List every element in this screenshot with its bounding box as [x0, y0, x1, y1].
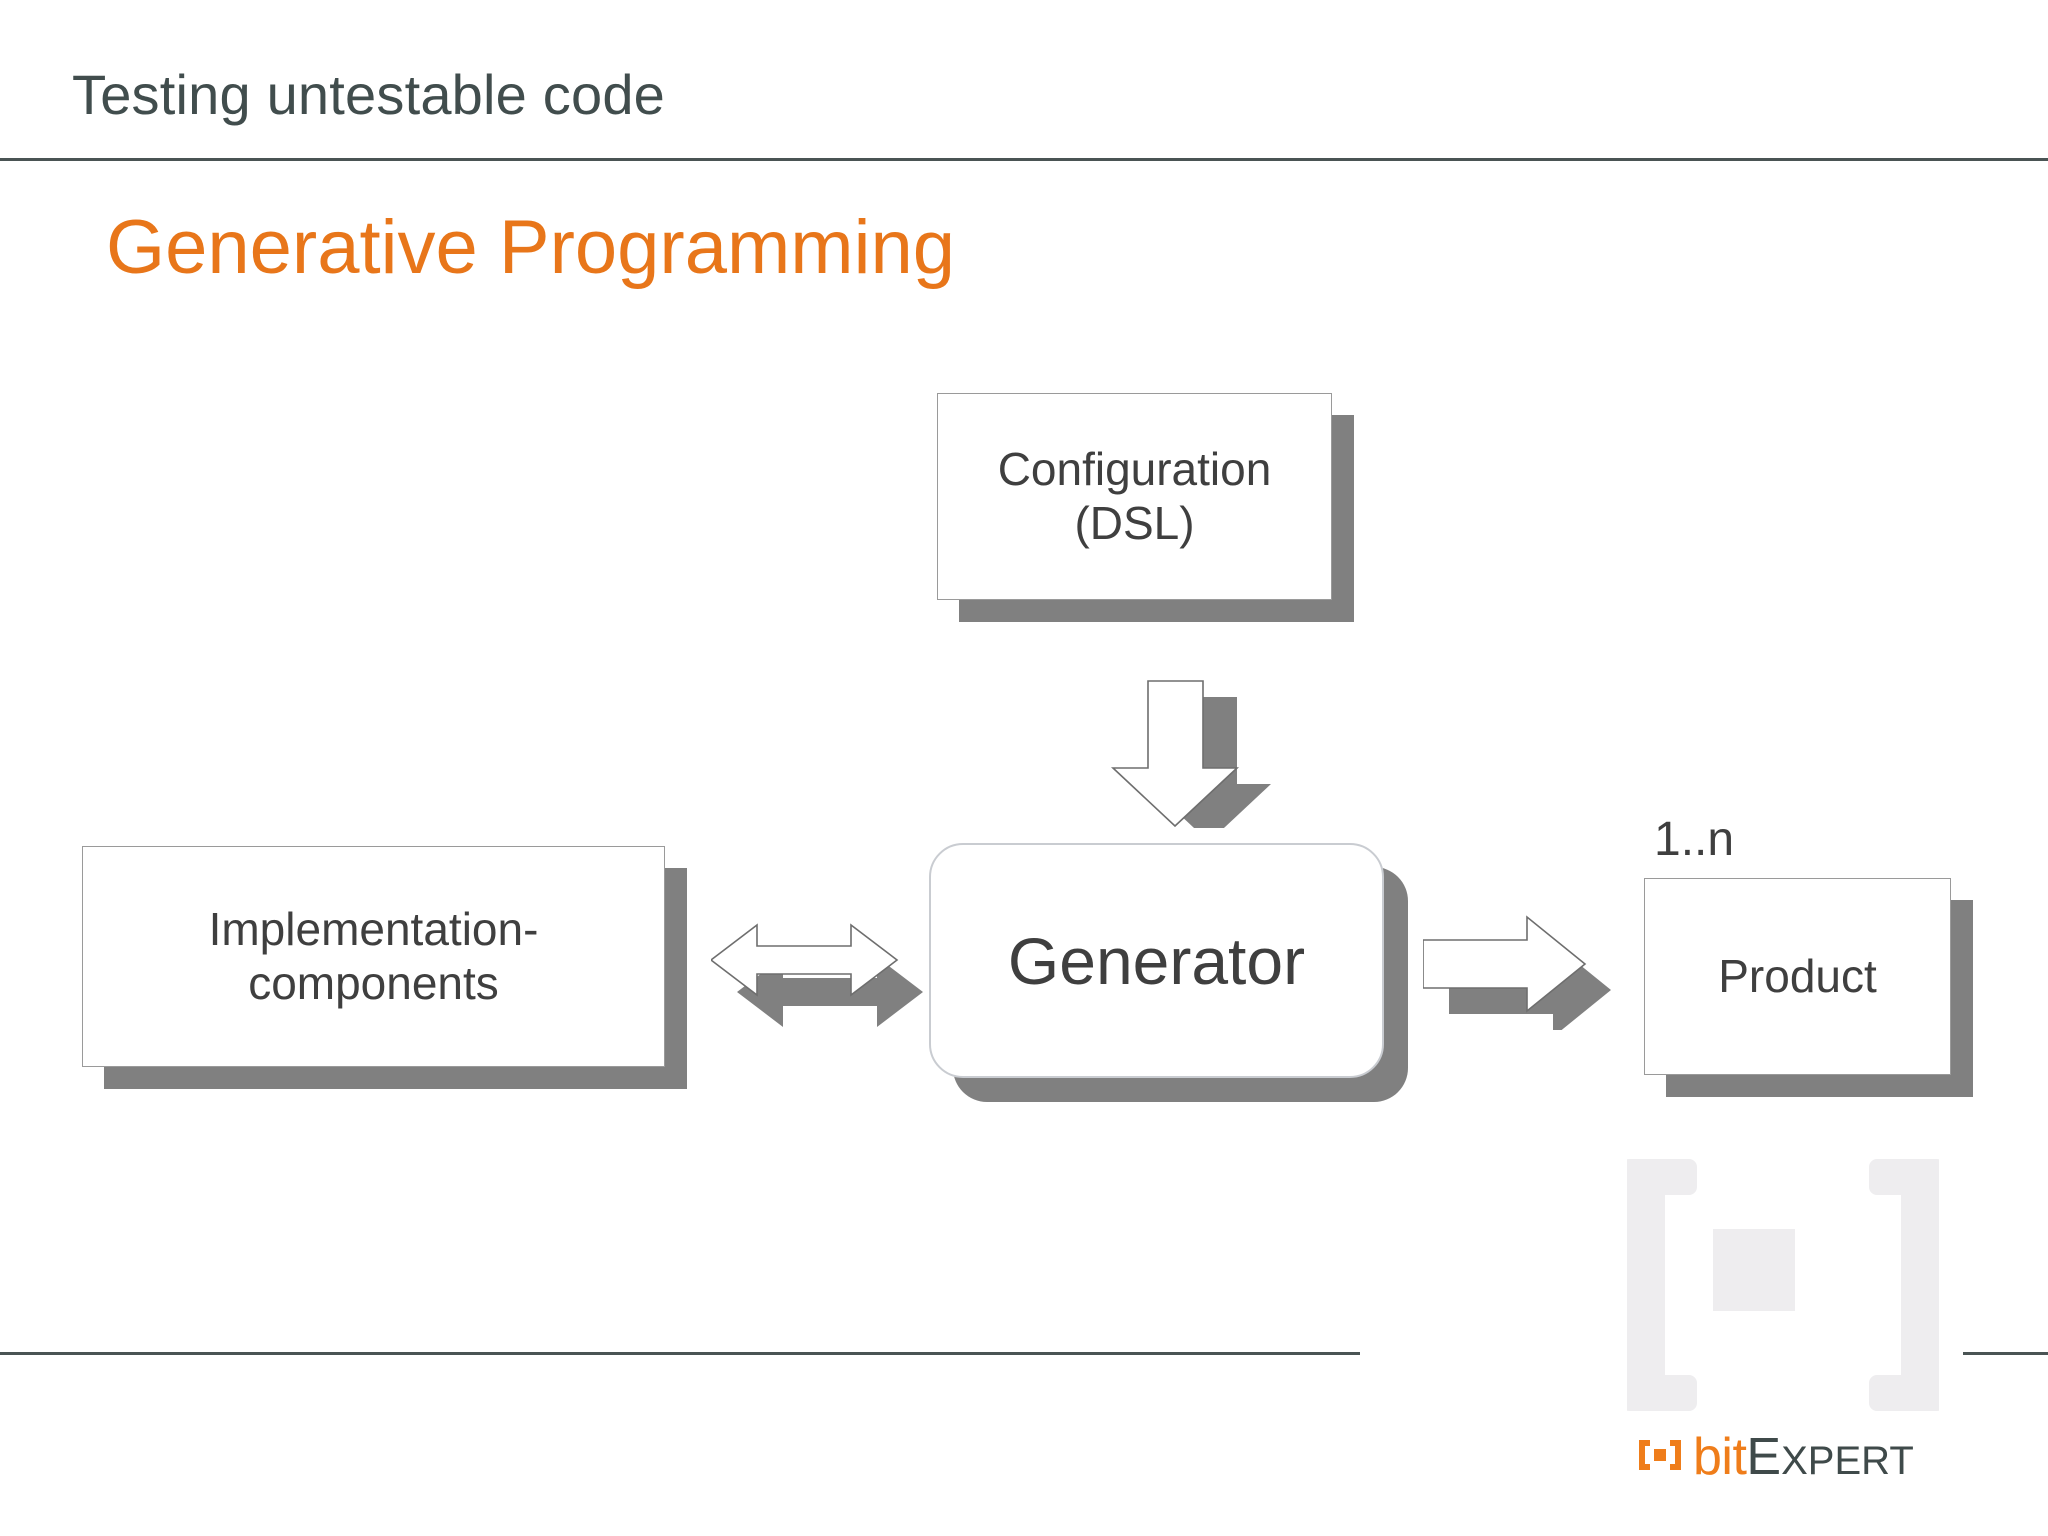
box-face: Generator — [929, 843, 1384, 1078]
generator-box: Generator — [929, 843, 1408, 1102]
footer-divider-right — [1963, 1352, 2048, 1355]
arrow-down-icon — [1090, 648, 1280, 842]
bracket-watermark-icon — [1621, 1155, 1945, 1415]
product-box-label: Product — [1718, 949, 1877, 1002]
arrow-left-right-icon — [709, 913, 926, 1035]
logo-word-bit: bit — [1693, 1428, 1747, 1486]
box-face: Product — [1644, 878, 1951, 1075]
configuration-dsl-box: Configuration (DSL) — [937, 393, 1354, 622]
logo-word-expert-rest: XPERT — [1781, 1439, 1914, 1483]
page-title: Generative Programming — [106, 205, 956, 290]
implementation-box-label: Implementation- components — [209, 903, 539, 1010]
implementation-box-line2: components — [248, 956, 499, 1009]
generator-box-label: Generator — [1007, 923, 1306, 998]
configuration-box-line2: (DSL) — [1074, 496, 1195, 549]
product-multiplicity-label: 1..n — [1654, 813, 1735, 866]
implementation-box-line1: Implementation- — [208, 903, 539, 956]
header-divider — [0, 158, 2048, 161]
box-face: Implementation- components — [82, 846, 665, 1067]
bitexpert-logo: bit EXPERT — [1637, 1425, 1977, 1489]
slide-header-text: Testing untestable code — [72, 63, 666, 126]
implementation-components-box: Implementation- components — [82, 846, 687, 1089]
product-box: Product — [1644, 878, 1973, 1097]
arrow-right-icon — [1422, 907, 1623, 1037]
logo-word-expert: EXPERT — [1746, 1427, 1913, 1487]
logo-word-expert-cap: E — [1746, 1428, 1782, 1486]
box-face: Configuration (DSL) — [937, 393, 1332, 600]
footer-divider-left — [0, 1352, 1360, 1355]
bracket-dot-icon — [1637, 1438, 1683, 1477]
configuration-box-line1: Configuration — [997, 443, 1272, 496]
configuration-box-label: Configuration (DSL) — [998, 443, 1272, 550]
